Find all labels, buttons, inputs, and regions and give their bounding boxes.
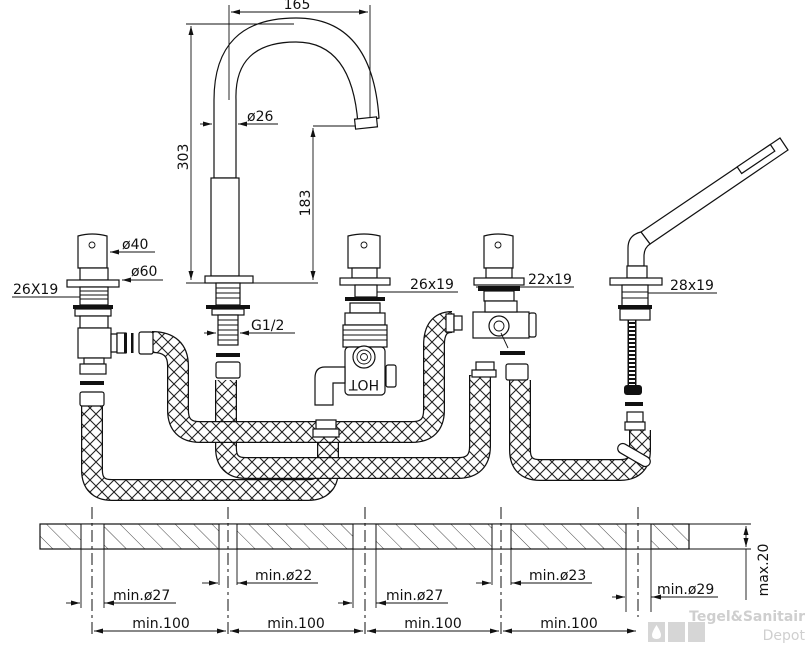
knob-diameter-label: ø40: [122, 237, 148, 253]
spacing-label-4: min.100: [540, 616, 598, 632]
hoses: [81, 311, 651, 501]
hole-label-4: min.ø23: [529, 568, 586, 584]
center-handle-assembly: HOT: [314, 233, 397, 406]
watermark-logo: Tegel&Sanitair Depot: [648, 609, 806, 644]
rosette-diameter-label: ø60: [131, 264, 157, 280]
right-handle-assembly: [445, 233, 537, 381]
left-thread-label: 26X19: [13, 282, 58, 298]
hand-shower: [609, 137, 789, 468]
shower-thread-label: 28x19: [670, 278, 714, 294]
spout-height-label: 303: [176, 144, 192, 171]
left-handle-assembly: [66, 233, 154, 407]
hose-right: [509, 380, 651, 481]
spacing-label-1: min.100: [132, 616, 190, 632]
right-thread-label: 22x19: [528, 272, 572, 288]
hole-label-1: min.ø27: [113, 588, 170, 604]
valve-label: HOT: [349, 376, 380, 392]
spacing-label-3: min.100: [404, 616, 462, 632]
hose-mid: [151, 311, 453, 443]
hole-label-5: min.ø29: [657, 582, 714, 598]
watermark-line2: Depot: [763, 628, 806, 644]
spout-diameter-label: ø26: [247, 109, 273, 125]
outlet-height-label: 183: [298, 190, 314, 217]
deck-section: [39, 507, 751, 637]
deck-thickness-label: max.20: [756, 544, 772, 597]
spacing-label-2: min.100: [267, 616, 325, 632]
hole-label-2: min.ø22: [255, 568, 312, 584]
watermark-line1: Tegel&Sanitair: [689, 609, 805, 625]
center-thread-label: 26x19: [410, 277, 454, 293]
dimensions: [12, 5, 718, 634]
hole-label-3: min.ø27: [386, 588, 443, 604]
spout-connection-label: G1/2: [251, 318, 284, 334]
spout: [204, 17, 380, 379]
spout-reach-label: 165: [284, 0, 311, 13]
dimension-labels: 165 ø26 303 183 G1/2 ø40 ø60 26X19 26x19…: [13, 0, 772, 632]
